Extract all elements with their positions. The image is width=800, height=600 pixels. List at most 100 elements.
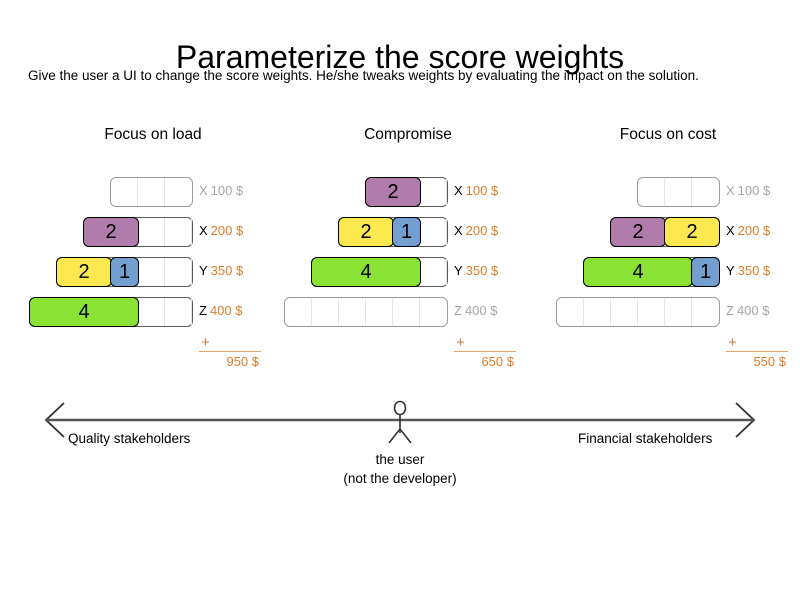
row-letter: X: [199, 223, 208, 238]
slider-cell[interactable]: [285, 298, 312, 326]
row-cost: 100 $: [210, 183, 244, 198]
weight-block-yellow[interactable]: 2: [338, 217, 394, 247]
row-letter: X: [454, 183, 463, 198]
slider-cell[interactable]: [557, 298, 584, 326]
plus-sign: +: [728, 334, 737, 351]
row-letter: Z: [199, 303, 207, 318]
weight-block-yellow[interactable]: 2: [664, 217, 720, 247]
slider-cell[interactable]: [420, 218, 447, 246]
slider-cell[interactable]: [611, 298, 638, 326]
slider-cell[interactable]: [138, 178, 165, 206]
weight-slider-track[interactable]: [110, 177, 193, 207]
weight-slider-track[interactable]: [556, 297, 720, 327]
plus-sign: +: [456, 334, 465, 351]
row-letter: Y: [199, 263, 208, 278]
weight-block-purple[interactable]: 2: [365, 177, 421, 207]
weight-slider-track[interactable]: [637, 177, 720, 207]
slider-cell[interactable]: [138, 298, 165, 326]
slider-cell[interactable]: [692, 178, 719, 206]
row-cost: 350 $: [465, 263, 499, 278]
axis-label-quality: Quality stakeholders: [68, 431, 191, 446]
page-title: Parameterize the score weights: [175, 39, 625, 76]
slider-cell[interactable]: [138, 218, 165, 246]
total-value: 550 $: [753, 354, 786, 369]
slider-cell[interactable]: [312, 298, 339, 326]
slider-cell[interactable]: [584, 298, 611, 326]
slider-cell[interactable]: [165, 298, 192, 326]
slider-cell[interactable]: [165, 178, 192, 206]
row-letter: Y: [454, 263, 463, 278]
slider-cell[interactable]: [665, 178, 692, 206]
scenario-title: Focus on cost: [619, 126, 717, 143]
weight-slider-track[interactable]: 2: [365, 177, 448, 207]
total-cost: +650 $: [454, 334, 516, 369]
slider-cell[interactable]: [638, 178, 665, 206]
weight-slider-track[interactable]: 4: [29, 297, 193, 327]
slider-cell[interactable]: [393, 298, 420, 326]
row-letter: X: [726, 223, 735, 238]
weight-slider-track[interactable]: 2: [83, 217, 193, 247]
weight-block-purple[interactable]: 2: [83, 217, 139, 247]
slider-cell[interactable]: [692, 298, 719, 326]
page-subtitle: Give the user a UI to change the score w…: [28, 68, 699, 83]
row-cost: 100 $: [737, 183, 771, 198]
row-cost: 400 $: [209, 303, 243, 318]
slider-cell[interactable]: [638, 298, 665, 326]
slider-cell[interactable]: [165, 218, 192, 246]
slider-cell[interactable]: [420, 178, 447, 206]
weight-block-green[interactable]: 4: [583, 257, 693, 287]
slider-cell[interactable]: [420, 258, 447, 286]
weight-block-green[interactable]: 4: [311, 257, 421, 287]
slider-cell[interactable]: [165, 258, 192, 286]
weight-block-yellow[interactable]: 2: [56, 257, 112, 287]
slider-cell[interactable]: [420, 298, 447, 326]
axis-label-financial: Financial stakeholders: [578, 431, 713, 446]
user-caption-line2: (not the developer): [343, 471, 457, 486]
slider-cell[interactable]: [366, 298, 393, 326]
stakeholder-axis: Quality stakeholders Financial stakehold…: [0, 395, 800, 515]
weight-slider-track[interactable]: 4: [311, 257, 448, 287]
row-letter: X: [726, 183, 735, 198]
weight-slider-track[interactable]: [284, 297, 448, 327]
total-cost: +550 $: [726, 334, 788, 369]
user-caption: the user (not the developer): [300, 450, 500, 488]
weight-block-green[interactable]: 4: [29, 297, 139, 327]
slider-cell[interactable]: [665, 298, 692, 326]
slider-cell[interactable]: [111, 178, 138, 206]
weight-block-blue[interactable]: 1: [392, 217, 421, 247]
slider-cell[interactable]: [339, 298, 366, 326]
plus-sign: +: [201, 334, 210, 351]
weight-block-blue[interactable]: 1: [110, 257, 139, 287]
slider-cell[interactable]: [138, 258, 165, 286]
row-cost: 350 $: [737, 263, 771, 278]
user-caption-line1: the user: [375, 452, 425, 467]
weight-block-blue[interactable]: 1: [691, 257, 720, 287]
weight-block-purple[interactable]: 2: [610, 217, 666, 247]
